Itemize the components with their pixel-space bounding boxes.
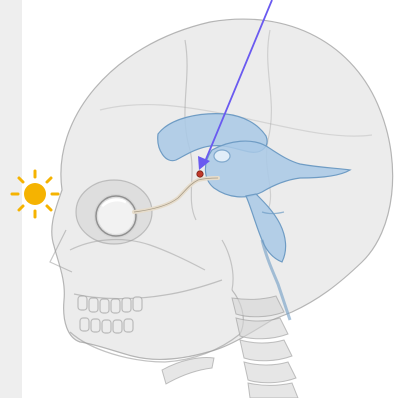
target-marker	[197, 171, 203, 177]
eyeball	[96, 196, 136, 236]
sun-icon	[12, 171, 58, 217]
